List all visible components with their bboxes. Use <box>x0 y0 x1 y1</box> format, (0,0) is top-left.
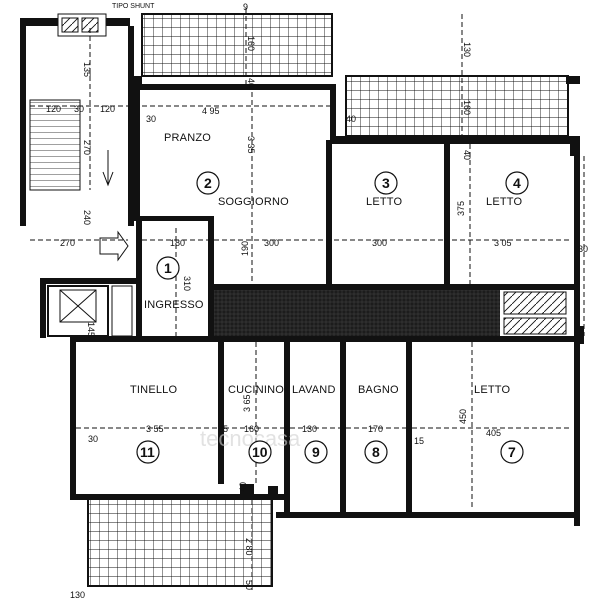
svg-text:135: 135 <box>82 62 92 77</box>
svg-text:30: 30 <box>74 104 84 114</box>
room-label-letto-3: LETTO <box>366 196 402 208</box>
svg-text:145: 145 <box>86 322 96 337</box>
svg-text:270: 270 <box>82 140 92 155</box>
svg-text:1: 1 <box>164 260 172 276</box>
room-label-ingresso: INGRESSO <box>144 299 204 311</box>
room-label-lavand: LAVAND <box>292 384 336 396</box>
svg-text:15: 15 <box>414 436 424 446</box>
dimension-labels: 135 120 30 120 270 240 270 180 310 4 95 … <box>46 2 588 600</box>
svg-text:2: 2 <box>204 175 212 191</box>
room-number-7: 7 <box>500 440 524 464</box>
svg-text:270: 270 <box>60 238 75 248</box>
svg-text:120: 120 <box>46 104 61 114</box>
svg-text:300: 300 <box>264 238 279 248</box>
dimension-lines <box>30 8 585 590</box>
closet-right <box>503 291 567 315</box>
svg-text:240: 240 <box>82 210 92 225</box>
staircase <box>20 13 134 226</box>
balcony-right <box>345 75 569 137</box>
svg-text:10: 10 <box>252 444 268 460</box>
svg-text:9: 9 <box>243 2 248 12</box>
room-number-2: 2 <box>196 171 220 195</box>
svg-text:180: 180 <box>170 238 185 248</box>
svg-text:450: 450 <box>458 409 468 424</box>
svg-text:190: 190 <box>240 241 250 256</box>
svg-text:8: 8 <box>372 444 380 460</box>
svg-text:160: 160 <box>462 100 472 115</box>
svg-text:75: 75 <box>218 424 228 434</box>
room-number-3: 3 <box>374 171 398 195</box>
svg-text:130: 130 <box>462 42 472 57</box>
svg-text:160: 160 <box>244 424 259 434</box>
svg-text:300: 300 <box>372 238 387 248</box>
room-number-11: 11 <box>136 440 160 464</box>
svg-text:3 05: 3 05 <box>494 238 512 248</box>
svg-text:30: 30 <box>146 114 156 124</box>
svg-text:375: 375 <box>456 201 466 216</box>
room-number-1: 1 <box>156 256 180 280</box>
svg-text:40: 40 <box>462 150 472 160</box>
svg-text:4 95: 4 95 <box>202 106 220 116</box>
svg-text:405: 405 <box>486 428 501 438</box>
svg-text:160: 160 <box>246 36 256 51</box>
room-number-10: 10 <box>248 440 272 464</box>
balcony-top <box>141 13 333 77</box>
room-number-4: 4 <box>505 171 529 195</box>
room-number-8: 8 <box>364 440 388 464</box>
svg-text:3: 3 <box>382 175 390 191</box>
svg-text:30: 30 <box>88 434 98 444</box>
svg-text:11: 11 <box>140 444 155 460</box>
room-label-pranzo: PRANZO <box>164 132 211 144</box>
room-label-letto-7: LETTO <box>474 384 510 396</box>
svg-text:120: 120 <box>100 104 115 114</box>
svg-text:2 80: 2 80 <box>244 538 254 556</box>
room-number-9: 9 <box>304 440 328 464</box>
svg-text:3 35: 3 35 <box>246 136 256 154</box>
header-text: TIPO SHUNT <box>112 3 155 10</box>
room-label-letto-4: LETTO <box>486 196 522 208</box>
svg-text:40: 40 <box>346 114 356 124</box>
svg-text:40: 40 <box>238 482 248 492</box>
walls <box>40 76 584 526</box>
svg-text:310: 310 <box>182 276 192 291</box>
corridor <box>214 290 500 336</box>
room-label-bagno: BAGNO <box>358 384 399 396</box>
elevator-shaft <box>47 285 133 337</box>
room-label-cucinino: CUCININO <box>228 384 284 396</box>
svg-text:170: 170 <box>368 424 383 434</box>
svg-text:40: 40 <box>246 78 256 88</box>
entrance-arrow-icon <box>99 230 129 262</box>
svg-text:7: 7 <box>508 444 516 460</box>
svg-text:4: 4 <box>513 175 521 191</box>
room-label-soggiorno: SOGGIORNO <box>218 196 289 208</box>
svg-text:50: 50 <box>244 580 254 590</box>
svg-text:3 55: 3 55 <box>146 424 164 434</box>
svg-text:130: 130 <box>70 590 85 600</box>
svg-text:9: 9 <box>312 444 320 460</box>
room-label-tinello: TINELLO <box>130 384 177 396</box>
svg-text:3 65: 3 65 <box>242 394 252 412</box>
svg-text:30: 30 <box>578 244 588 254</box>
svg-text:130: 130 <box>302 424 317 434</box>
